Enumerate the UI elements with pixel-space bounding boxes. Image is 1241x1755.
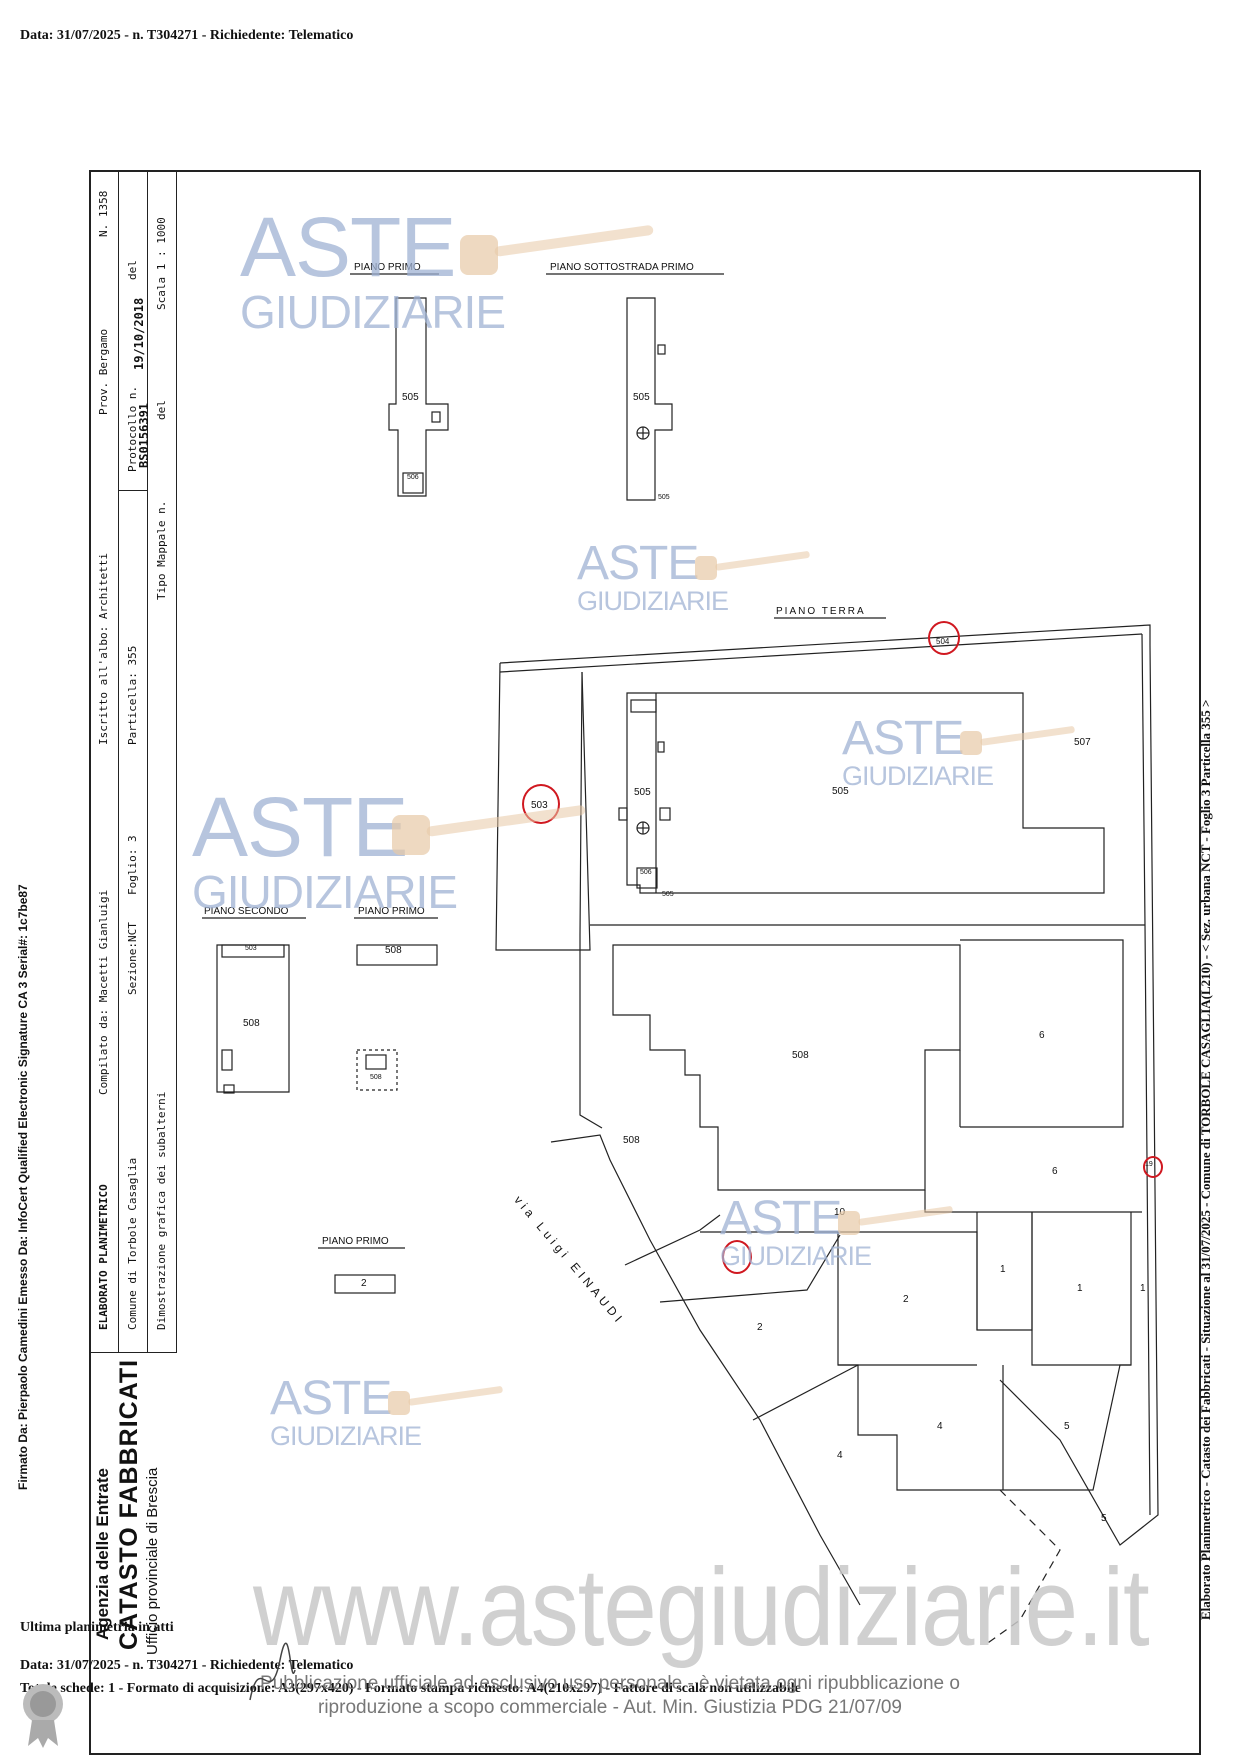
unit-506-a: 506 [407, 474, 419, 481]
unit-508-a: 508 [792, 1050, 809, 1061]
unit-505-d: 505 [832, 786, 849, 797]
footer-schede: Totale schede: 1 - Formato di acquisizio… [20, 1681, 801, 1696]
title-piano-terra: PIANO TERRA [776, 606, 866, 617]
info-col-divider [118, 490, 148, 491]
unit-505-e: 505 [634, 787, 651, 798]
watermark-text-3: ASTE [842, 712, 964, 765]
watermark-1: ASTE GIUDIZIARIE [240, 200, 654, 338]
title-piano-sottostrada: PIANO SOTTOSTRADA PRIMO [550, 262, 694, 273]
watermark-subtext-6: GIUDIZIARIE [270, 1421, 422, 1451]
gavel-icon [388, 1386, 503, 1415]
info-col-1 [89, 170, 119, 1353]
unit-6-a: 6 [1039, 1030, 1045, 1041]
title-piano-secondo: PIANO SECONDO [204, 906, 289, 917]
watermark-text-1: ASTE [240, 200, 456, 294]
site-watermark: www.astegiudiziarie.it [253, 1546, 1150, 1670]
unit-4-a: 4 [837, 1450, 843, 1461]
gavel-icon [838, 1206, 953, 1235]
info-col-3 [147, 170, 177, 1353]
unit-505-b: 505 [633, 392, 650, 403]
gavel-icon [392, 805, 586, 855]
highlight-circle-504 [928, 621, 960, 655]
unit-1-b: 1 [1077, 1283, 1083, 1294]
footer-disclaimer: Pubblicazione ufficiale ad esclusivo uso… [260, 1673, 960, 1718]
watermark-subtext-5: GIUDIZIARIE [720, 1241, 872, 1271]
title-piano-primo-low: PIANO PRIMO [322, 1236, 389, 1247]
unit-1-c: 1 [1140, 1283, 1146, 1294]
seal-icon [23, 1684, 63, 1748]
unit-5-b: 5 [1101, 1513, 1107, 1524]
signature-scribble-icon [249, 1642, 296, 1701]
unit-4-b: 4 [937, 1421, 943, 1432]
unit-6-b: 6 [1052, 1166, 1058, 1177]
page-header: Data: 31/07/2025 - n. T304271 - Richiede… [20, 28, 354, 43]
main-frame [89, 170, 1201, 1755]
title-piano-primo-mid: PIANO PRIMO [358, 906, 425, 917]
unit-506-b: 506 [640, 869, 652, 876]
unit-508-e: 508 [623, 1135, 640, 1146]
title-piano-primo-top: PIANO PRIMO [354, 262, 421, 273]
unit-2-c: 2 [757, 1322, 763, 1333]
footer-ultima-planimetria: Ultima planimetria in atti [20, 1620, 174, 1635]
unit-505-a: 505 [402, 392, 419, 403]
unit-508-b: 508 [243, 1018, 260, 1029]
unit-508-c: 508 [385, 945, 402, 956]
watermark-subtext-3: GIUDIZIARIE [842, 761, 994, 791]
watermark-3: ASTE GIUDIZIARIE [842, 712, 1075, 791]
unit-505-f: 505 [662, 891, 674, 898]
watermark-5: ASTE GIUDIZIARIE [720, 1192, 953, 1271]
highlight-circle-lower [722, 1240, 752, 1274]
watermark-subtext-2: GIUDIZIARIE [577, 586, 729, 616]
watermark-4: ASTE GIUDIZIARIE [192, 780, 586, 918]
watermark-text-2: ASTE [577, 537, 699, 590]
watermark-text-5: ASTE [720, 1192, 842, 1245]
unit-5-a: 5 [1064, 1421, 1070, 1432]
unit-508-d: 508 [370, 1074, 382, 1081]
unit-507: 507 [1074, 737, 1091, 748]
unit-1-a: 1 [1000, 1264, 1006, 1275]
unit-503-b: 503 [245, 945, 257, 952]
unit-505-c: 505 [658, 494, 670, 501]
gavel-icon [695, 551, 810, 580]
watermark-2: ASTE GIUDIZIARIE [577, 537, 810, 616]
footer-data: Data: 31/07/2025 - n. T304271 - Richiede… [20, 1658, 354, 1673]
watermark-text-6: ASTE [270, 1372, 392, 1425]
gavel-icon [960, 726, 1075, 755]
unit-2-b: 2 [903, 1294, 909, 1305]
highlight-circle-19 [1143, 1156, 1163, 1178]
gavel-icon [460, 225, 654, 275]
watermark-6: ASTE GIUDIZIARIE [270, 1372, 503, 1451]
unit-2-a: 2 [361, 1278, 367, 1289]
watermark-subtext-4: GIUDIZIARIE [192, 866, 458, 918]
info-col-2 [118, 170, 148, 1353]
watermark-subtext-1: GIUDIZIARIE [240, 286, 506, 338]
highlight-circle-503 [522, 784, 560, 824]
watermark-text-4: ASTE [192, 780, 408, 874]
